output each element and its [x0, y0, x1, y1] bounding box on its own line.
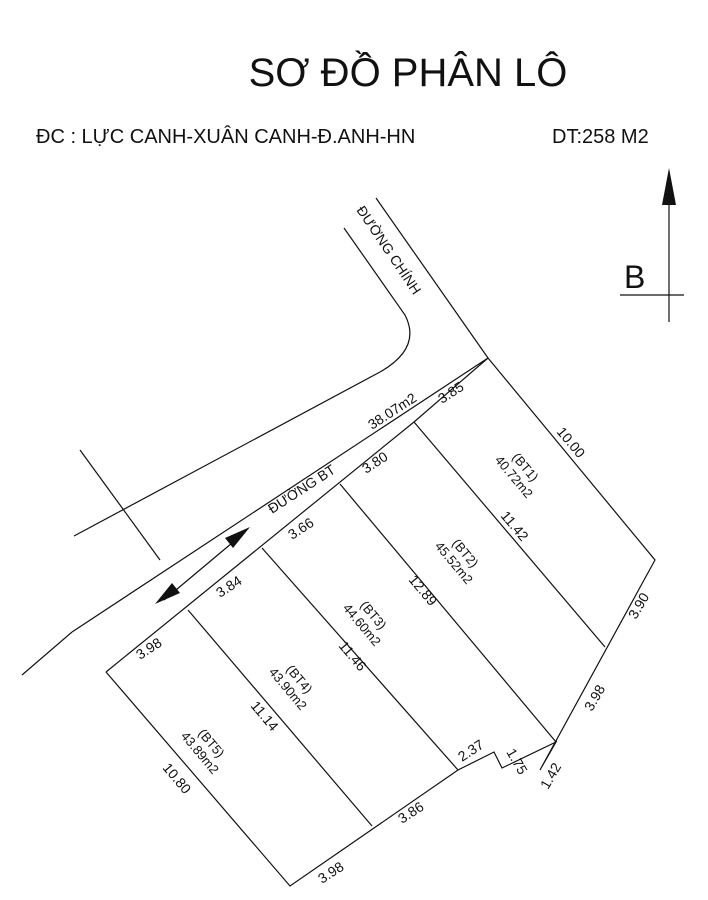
internal-road-inner-edge	[413, 357, 489, 423]
dim-back-jog-side: 1.75	[503, 746, 531, 778]
dim-div-bt3-bt4: 11.46	[336, 638, 370, 674]
total-area-text: DT:258 M2	[552, 126, 649, 148]
address-text: ĐC : LỰC CANH-XUÂN CANH-Đ.ANH-HN	[36, 125, 415, 148]
divider-bt4-bt5	[187, 609, 373, 827]
dim-back-bt4: 3.86	[395, 798, 427, 826]
north-label: B	[624, 259, 645, 295]
dim-front-bt5: 3.98	[133, 634, 165, 662]
lot-boundary	[105, 357, 656, 887]
lot-bt2-label: (BT2) 45.52m2	[432, 536, 482, 587]
divider-bt1-bt2	[413, 421, 606, 648]
dim-side-bt5-left: 10.80	[160, 760, 195, 797]
dim-div-bt2-bt3: 12.89	[406, 572, 441, 609]
internal-road-label: ĐƯỜNG BT	[265, 461, 339, 517]
north-arrow-icon	[620, 168, 684, 322]
dim-back-bt5: 3.98	[315, 858, 347, 886]
lot-bt1-label: (BT1) 40.72m2	[492, 450, 542, 501]
dim-div-bt4-bt5: 11.14	[248, 698, 282, 734]
dim-front-bt2: 3.80	[359, 448, 391, 476]
internal-road-area: 38.07m2	[365, 389, 420, 432]
dim-back-bt3: 2.37	[455, 736, 487, 764]
lot-bt5-label: (BT5) 43.89m2	[178, 726, 228, 777]
divider-bt3-bt4	[261, 547, 459, 771]
dim-back-bt2: 3.98	[581, 682, 609, 714]
internal-road-edge-bottom	[105, 421, 415, 673]
lot-bt4-label: (BT4) 43.90m2	[266, 662, 316, 713]
two-way-arrow-icon	[155, 527, 250, 604]
divider-bt2-bt3	[339, 483, 557, 743]
dim-front-bt4: 3.84	[213, 572, 245, 600]
dim-back-jog-short: 1.42	[537, 760, 565, 792]
dim-back-bt1: 3.90	[625, 590, 653, 622]
side-line-left-upper	[79, 449, 161, 561]
dim-front-bt3: 3.66	[285, 514, 317, 542]
dim-side-bt1-top: 10.00	[554, 424, 589, 461]
internal-road-edge-top	[71, 357, 489, 633]
main-road-edge-right	[375, 197, 489, 359]
plan-title: SƠ ĐỒ PHÂN LÔ	[249, 49, 568, 95]
main-road-edge-left	[73, 227, 411, 537]
side-line-left-lower	[21, 631, 73, 676]
dim-front-bt1: 3.85	[435, 378, 467, 406]
